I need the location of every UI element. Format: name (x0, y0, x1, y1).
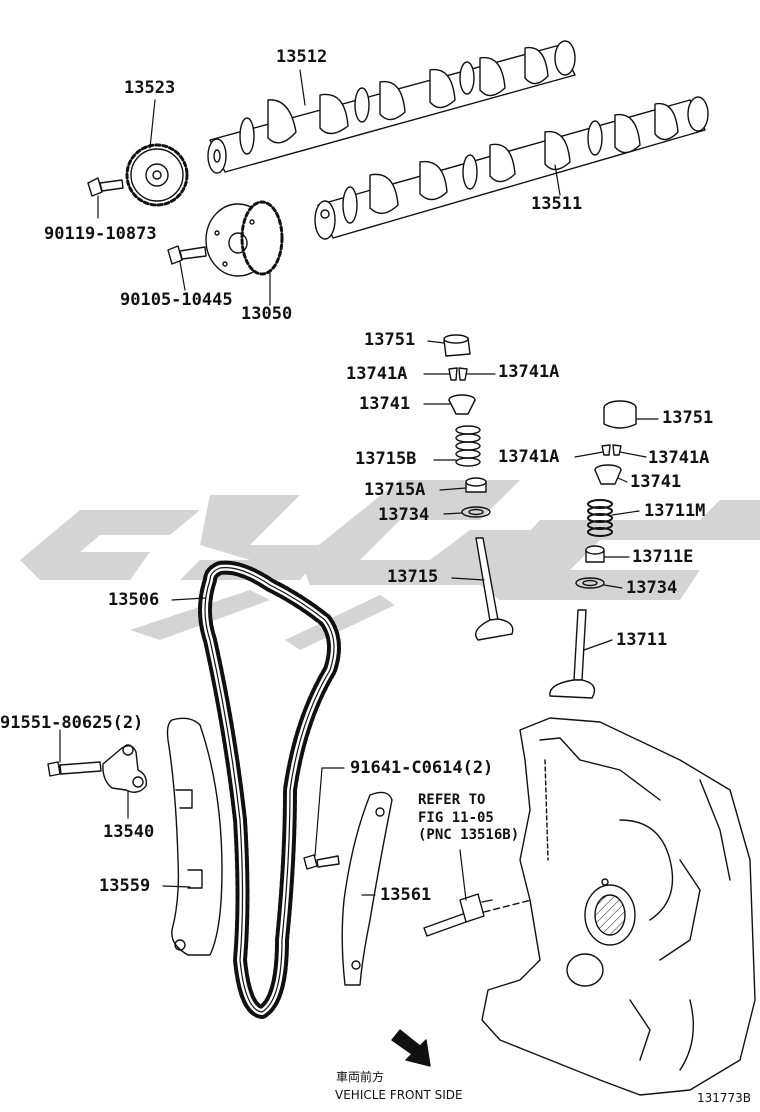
label-13540: 13540 (103, 822, 155, 842)
label-13741-left: 13741 (359, 394, 411, 414)
label-13561: 13561 (380, 885, 432, 905)
label-13715b: 13715B (355, 449, 417, 469)
label-13751-right: 13751 (662, 408, 714, 428)
direction-label-en: VEHICLE FRONT SIDE (335, 1088, 463, 1102)
label-13741a-left-2: 13741A (498, 362, 560, 382)
label-13511: 13511 (531, 194, 583, 214)
timing-chain-13506 (198, 560, 341, 1019)
valve-keeper-13741a-right (601, 444, 622, 456)
washer-13734-right (575, 577, 605, 589)
label-13741a-right-2: 13741A (648, 448, 710, 468)
valve-spring-13715b (455, 425, 481, 467)
chain-slipper-13559 (166, 717, 223, 956)
label-13741a-right-1: 13741A (498, 447, 560, 467)
spring-retainer-13741-right (594, 464, 622, 485)
valve-lifter-13751-left (443, 334, 471, 357)
direction-label-jp: 車両前方 (336, 1070, 385, 1084)
label-13506: 13506 (108, 590, 160, 610)
label-91551-80625: 91551-80625(2) (0, 713, 144, 733)
label-13523: 13523 (124, 78, 176, 98)
figure-id: 131773B (697, 1091, 752, 1105)
bolt-90119 (87, 177, 124, 197)
label-13711m: 13711M (644, 501, 706, 521)
refer-line-3: (PNC 13516B) (418, 827, 520, 843)
label-90105-10445: 90105-10445 (120, 290, 233, 310)
bolt-90105 (167, 245, 207, 265)
engine-block (481, 717, 756, 1096)
label-13715a: 13715A (364, 480, 426, 500)
label-90119-10873: 90119-10873 (44, 224, 157, 244)
valve-seal-13715a (465, 477, 487, 493)
leader-lines (59, 69, 659, 901)
label-13741-right: 13741 (630, 472, 682, 492)
label-13734-right: 13734 (626, 578, 678, 598)
valve-seal-13711e (585, 545, 605, 563)
label-13715: 13715 (387, 567, 439, 587)
label-13711: 13711 (616, 630, 668, 650)
spring-retainer-13741-left (448, 394, 476, 415)
label-13751-left: 13751 (364, 330, 416, 350)
label-13559: 13559 (99, 876, 151, 896)
valve-spring-13711m (587, 499, 613, 537)
sprocket-13523 (125, 143, 189, 207)
washer-13734-left (461, 506, 491, 518)
camshaft-13512 (207, 40, 576, 174)
refer-line-1: REFER TO (418, 792, 486, 808)
refer-line-2: FIG 11-05 (418, 809, 494, 826)
label-13050: 13050 (241, 304, 293, 324)
bolt-91551 (47, 761, 102, 777)
label-13512: 13512 (276, 47, 328, 67)
intake-valve-13711 (549, 609, 596, 699)
label-13734-left: 13734 (378, 505, 430, 525)
refer-note: REFER TO FIG 11-05 (PNC 13516B) (418, 792, 519, 845)
vvt-gear-13050 (205, 200, 284, 277)
valve-keeper-13741a-left (448, 367, 468, 381)
label-91641-c0614: 91641-C0614(2) (350, 758, 494, 778)
exhaust-valve-13715 (475, 537, 514, 641)
valve-lifter-13751-right (603, 400, 637, 429)
chain-tensioner-13540 (102, 744, 148, 793)
bolt-91641 (303, 854, 340, 870)
label-13711e: 13711E (632, 547, 694, 567)
front-direction-arrow (391, 1029, 431, 1067)
camshaft-13511 (314, 96, 709, 240)
watermark-logo (20, 480, 760, 650)
label-13741a-left-1: 13741A (346, 364, 408, 384)
chain-guide-13561 (341, 791, 393, 986)
